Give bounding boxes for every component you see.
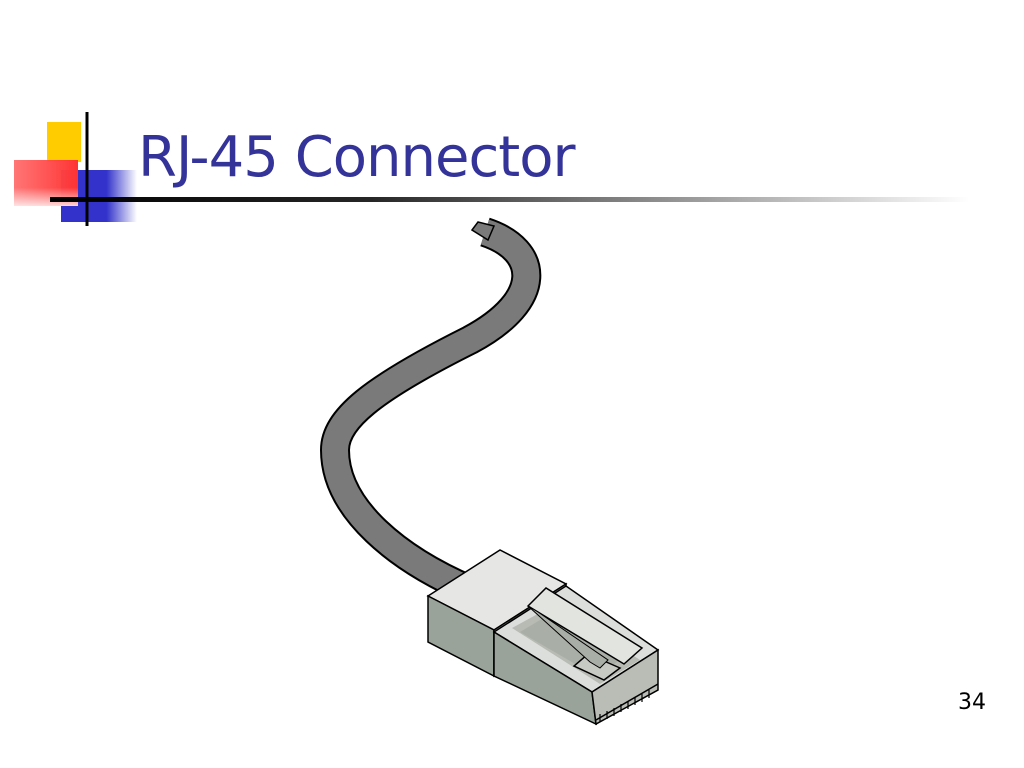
cable (321, 219, 540, 602)
page-number: 34 (958, 690, 986, 715)
title-underline (50, 197, 970, 202)
title-decoration (14, 112, 137, 226)
yellow-square (47, 122, 81, 162)
connector-latch (526, 587, 644, 681)
rj45-cable-illustration (319, 217, 660, 726)
slide-title: RJ-45 Connector (138, 125, 576, 190)
